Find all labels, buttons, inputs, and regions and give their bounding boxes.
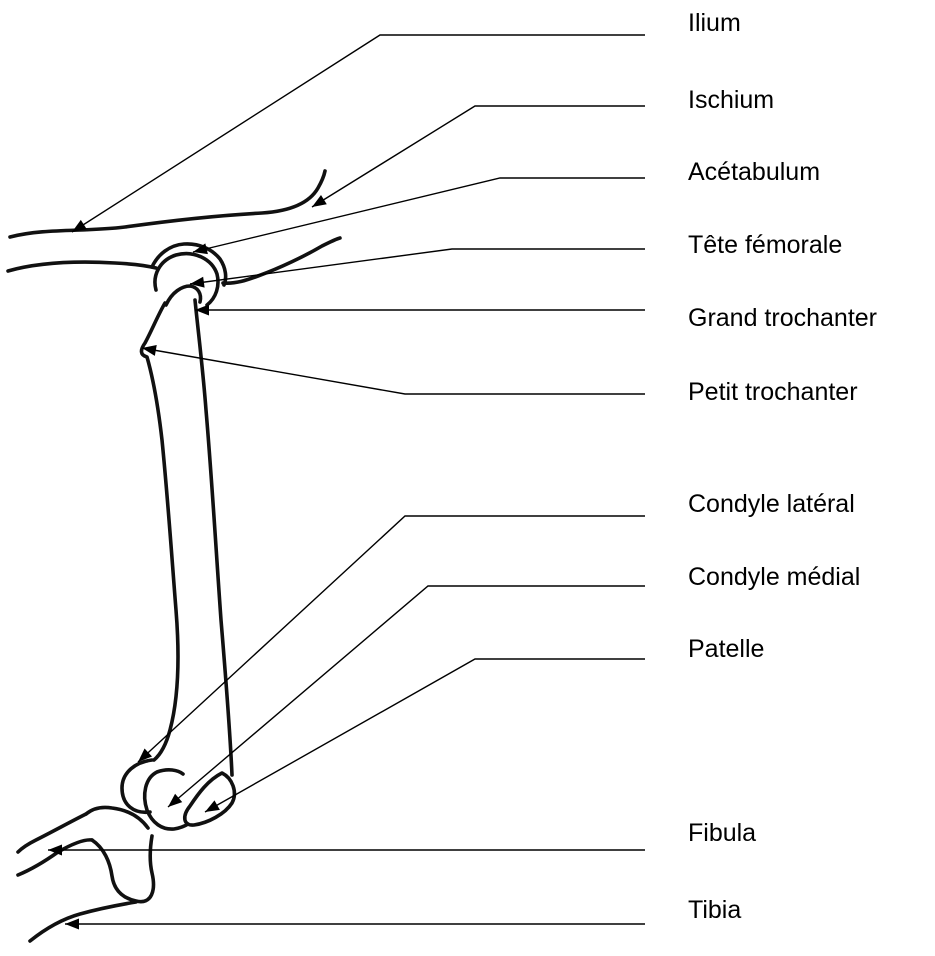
label-patella: Patelle <box>688 634 764 664</box>
label-lateral-condyle: Condyle latéral <box>688 489 855 519</box>
pelvis-lower-outline <box>8 262 156 271</box>
fibula-outline <box>18 814 92 875</box>
leader-acetabulum <box>193 178 645 252</box>
label-medial-condyle: Condyle médial <box>688 562 860 592</box>
leader-ischium <box>312 106 645 207</box>
femoral-head-outline <box>155 254 218 305</box>
arrowhead-patella <box>202 800 220 816</box>
leader-patella <box>205 659 645 812</box>
leader-medial-condyle <box>168 586 645 807</box>
femur-lateral-shaft <box>141 303 178 760</box>
leader-ilium <box>72 35 645 232</box>
medial-condyle-outline <box>145 770 188 829</box>
arrowheads <box>48 195 327 930</box>
label-femoral-head: Tête fémorale <box>688 230 842 260</box>
pelvis-upper-outline <box>10 171 325 237</box>
label-tibia: Tibia <box>688 895 741 925</box>
label-ischium: Ischium <box>688 85 774 115</box>
leader-lesser-trochanter <box>142 348 645 394</box>
label-fibula: Fibula <box>688 818 756 848</box>
label-lesser-trochanter: Petit trochanter <box>688 377 858 407</box>
ischium-outline <box>223 238 340 283</box>
leader-femoral-head <box>190 249 645 284</box>
tibia-outline <box>30 836 153 941</box>
label-ilium: Ilium <box>688 8 741 38</box>
label-greater-trochanter: Grand trochanter <box>688 303 877 333</box>
label-acetabulum: Acétabulum <box>688 157 820 187</box>
arrowhead-ilium <box>69 220 87 237</box>
leader-lateral-condyle <box>138 516 645 762</box>
